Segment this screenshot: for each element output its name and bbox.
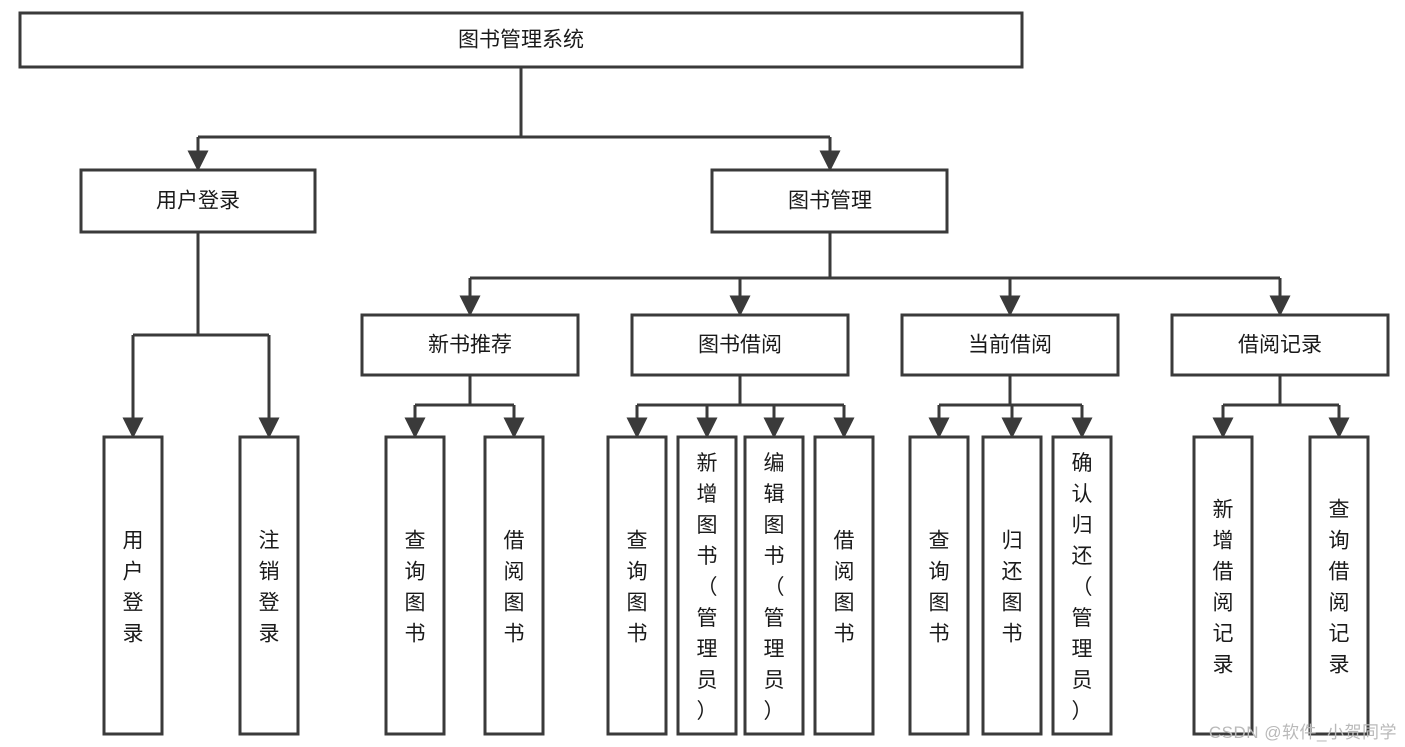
node-leaf-confirm-return-box[interactable] [1051, 435, 1113, 736]
node-leaf-query-record-label: 查询借阅记录 [1329, 499, 1350, 677]
node-leaf-query-book-cur[interactable]: 查询图书 [908, 435, 970, 736]
edges-layer [122, 67, 1350, 439]
node-leaf-confirm-return-label: 确认归还（管理员） [1072, 452, 1093, 723]
node-current-borrow-label: 当前借阅 [968, 334, 1052, 357]
node-leaf-query-record[interactable]: 查询借阅记录 [1308, 435, 1370, 736]
node-leaf-logout-label: 注销登录 [259, 530, 280, 646]
node-leaf-add-book-label: 新增图书（管理员） [697, 452, 718, 723]
node-book-manage-box[interactable] [710, 168, 949, 234]
node-leaf-query-book-borrow-box[interactable] [606, 435, 668, 736]
node-borrow-record[interactable]: 借阅记录 [1170, 313, 1390, 377]
node-leaf-edit-book[interactable]: 编辑图书（管理员） [743, 435, 805, 736]
node-current-borrow[interactable]: 当前借阅 [900, 313, 1120, 377]
node-leaf-user-login-box[interactable] [102, 435, 164, 736]
node-leaf-borrow-book-label: 借阅图书 [834, 530, 855, 646]
node-leaf-add-record-box[interactable] [1192, 435, 1254, 736]
node-leaf-add-record-label: 新增借阅记录 [1213, 499, 1234, 677]
node-borrow-record-box[interactable] [1170, 313, 1390, 377]
node-leaf-add-book-box[interactable] [676, 435, 738, 736]
node-leaf-query-book-cur-label: 查询图书 [929, 530, 950, 646]
node-leaf-logout[interactable]: 注销登录 [238, 435, 300, 736]
node-borrow-record-label: 借阅记录 [1238, 334, 1322, 357]
node-leaf-add-record[interactable]: 新增借阅记录 [1192, 435, 1254, 736]
node-leaf-borrow-book-rec-box[interactable] [483, 435, 545, 736]
node-leaf-borrow-book-box[interactable] [813, 435, 875, 736]
node-leaf-return-book-label: 归还图书 [1002, 530, 1023, 646]
node-leaf-query-book-rec-box[interactable] [384, 435, 446, 736]
leaves-layer: 用户登录 注销登录 查询图书 借阅图书 查询图书 新增图书（管理员） 编辑图书（管理员） 借阅… [102, 435, 1370, 736]
node-new-book-recommend[interactable]: 新书推荐 [360, 313, 580, 377]
node-root-label: 图书管理系统 [458, 29, 584, 52]
node-book-borrow[interactable]: 图书借阅 [630, 313, 850, 377]
node-book-borrow-box[interactable] [630, 313, 850, 377]
node-book-manage-label: 图书管理 [788, 190, 872, 213]
node-leaf-query-book-rec[interactable]: 查询图书 [384, 435, 446, 736]
node-leaf-query-book-cur-box[interactable] [908, 435, 970, 736]
node-leaf-edit-book-label: 编辑图书（管理员） [764, 452, 785, 723]
node-leaf-query-record-box[interactable] [1308, 435, 1370, 736]
node-current-borrow-box[interactable] [900, 313, 1120, 377]
node-user-login-box[interactable] [79, 168, 317, 234]
node-root[interactable]: 图书管理系统 [18, 11, 1024, 69]
node-new-book-recommend-label: 新书推荐 [428, 334, 512, 357]
node-leaf-user-login[interactable]: 用户登录 [102, 435, 164, 736]
node-new-book-recommend-box[interactable] [360, 313, 580, 377]
node-leaf-return-book-box[interactable] [981, 435, 1043, 736]
node-leaf-query-book-borrow-label: 查询图书 [627, 530, 648, 646]
node-leaf-user-login-label: 用户登录 [123, 530, 144, 646]
node-root-box[interactable] [18, 11, 1024, 69]
node-leaf-return-book[interactable]: 归还图书 [981, 435, 1043, 736]
node-leaf-edit-book-box[interactable] [743, 435, 805, 736]
node-book-manage[interactable]: 图书管理 [710, 168, 949, 234]
node-leaf-borrow-book-rec-label: 借阅图书 [504, 530, 525, 646]
node-leaf-borrow-book-rec[interactable]: 借阅图书 [483, 435, 545, 736]
node-leaf-borrow-book[interactable]: 借阅图书 [813, 435, 875, 736]
node-leaf-logout-box[interactable] [238, 435, 300, 736]
node-leaf-confirm-return[interactable]: 确认归还（管理员） [1051, 435, 1113, 736]
node-book-borrow-label: 图书借阅 [698, 334, 782, 357]
node-user-login[interactable]: 用户登录 [79, 168, 317, 234]
node-user-login-label: 用户登录 [156, 190, 240, 213]
node-leaf-query-book-rec-label: 查询图书 [405, 530, 426, 646]
node-leaf-query-book-borrow[interactable]: 查询图书 [606, 435, 668, 736]
node-leaf-add-book[interactable]: 新增图书（管理员） [676, 435, 738, 736]
